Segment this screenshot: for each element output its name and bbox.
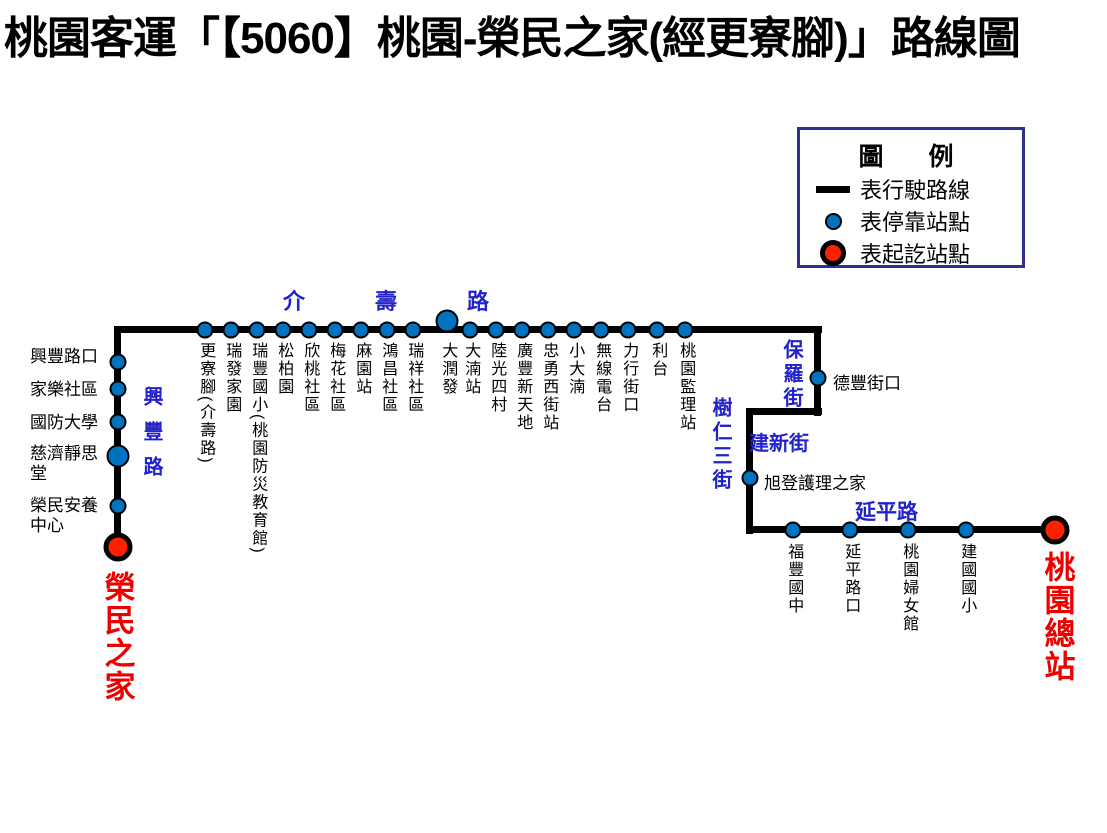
stop-label: 榮民安養中心: [30, 496, 98, 535]
street-label-jieshou-rd: 介壽路: [283, 289, 560, 314]
stop-label: 力行街口: [620, 342, 638, 414]
street-label-shurensan-st: 樹仁三街: [709, 397, 731, 493]
stop-label: 延平路口: [842, 543, 860, 615]
stop-dot: [741, 469, 759, 487]
street-label-yanping-rd: 延平路: [855, 501, 918, 524]
stop-dot: [352, 321, 370, 339]
stop-label: 小大湳: [566, 342, 584, 396]
legend-sample-cell: [810, 240, 856, 266]
stop-dot: [809, 369, 827, 387]
stop-label: 欣桃社區: [301, 342, 319, 414]
stop-dot: [109, 497, 127, 515]
stop-dot: [648, 321, 666, 339]
stop-label: 鴻昌社區: [379, 342, 397, 414]
stop-dot: [592, 321, 610, 339]
stop-dot: [841, 521, 859, 539]
terminal-dot-icon: [820, 240, 846, 266]
stop-label: 松柏園: [275, 342, 293, 396]
route-segment-xingfeng-rd: [114, 326, 121, 551]
stop-label: 旭登護理之家: [764, 474, 866, 493]
legend-route-line-label: 表行駛路線: [860, 178, 971, 203]
stop-label: 忠勇西街站: [540, 342, 558, 432]
stop-dot: [300, 321, 318, 339]
stop-label: 更寮腳(介壽路): [197, 342, 215, 465]
terminal-label-end: 桃園總站: [1039, 551, 1075, 683]
stop-dot: [899, 521, 917, 539]
stop-dot: [404, 321, 422, 339]
stop-label: 梅花社區: [327, 342, 345, 414]
stop-dot: [222, 321, 240, 339]
page-title: 桃園客運「【5060】桃園-榮民之家(經更寮腳)」路線圖: [4, 14, 1021, 63]
stop-label: 桃園監理站: [677, 342, 695, 432]
stop-dot: [378, 321, 396, 339]
stop-label: 瑞祥社區: [405, 342, 423, 414]
terminal-label-start: 榮民之家: [99, 571, 135, 703]
route-line-icon: [816, 185, 850, 193]
route-segment-jianxin-st: [746, 408, 822, 415]
stop-label: 國防大學: [30, 413, 98, 432]
stop-dot: [619, 321, 637, 339]
stop-dot: [784, 521, 802, 539]
legend-title: 圖 例: [858, 143, 964, 171]
legend-row-stop: 表停靠站點: [800, 205, 1022, 237]
street-label-xingfeng-rd: 興豐路: [140, 386, 162, 491]
legend-stop-label: 表停靠站點: [860, 210, 971, 235]
stop-dot: [565, 321, 583, 339]
stop-label: 建國國小: [958, 543, 976, 615]
street-label-baoluo-st: 保羅街: [780, 339, 802, 411]
stop-dot: [109, 380, 127, 398]
stop-label: 陸光四村: [488, 342, 506, 414]
terminal-dot-end: [1040, 515, 1070, 545]
stop-dot: [274, 321, 292, 339]
legend-terminal-label: 表起訖站點: [860, 242, 971, 267]
stop-label: 福豐國中: [785, 543, 803, 615]
stop-dot: [196, 321, 214, 339]
terminal-dot-start: [103, 532, 133, 562]
stop-label: 瑞發家園: [223, 342, 241, 414]
stop-dot: [676, 321, 694, 339]
stop-dot: [435, 309, 459, 333]
stop-label: 興豐路口: [30, 347, 98, 366]
legend-sample-cell: [810, 185, 856, 193]
stop-dot: [487, 321, 505, 339]
stop-dot: [109, 353, 127, 371]
stop-dot: [248, 321, 266, 339]
stop-label: 無線電台: [593, 342, 611, 414]
stop-label: 德豐街口: [833, 374, 901, 393]
stop-dot: [106, 444, 130, 468]
stop-label: 利台: [649, 342, 667, 378]
stop-dot-icon: [824, 212, 842, 230]
stop-dot: [513, 321, 531, 339]
stop-label: 廣豐新天地: [514, 342, 532, 432]
stop-dot: [109, 413, 127, 431]
stop-label: 大潤發: [439, 342, 457, 396]
stop-label: 慈濟靜思堂: [30, 444, 98, 483]
legend-row-route-line: 表行駛路線: [800, 173, 1022, 205]
stop-label: 麻園站: [353, 342, 371, 396]
stop-label: 家樂社區: [30, 380, 98, 399]
stop-label: 瑞豐國小(桃園防災教育館): [249, 342, 267, 555]
stop-dot: [326, 321, 344, 339]
legend: 圖 例 表行駛路線 表停靠站點 表起訖站點: [797, 127, 1025, 268]
street-label-jianxin-st: 建新街: [749, 433, 809, 455]
legend-sample-cell: [810, 212, 856, 230]
stop-label: 桃園婦女館: [900, 543, 918, 633]
legend-row-terminal: 表起訖站點: [800, 237, 1022, 269]
stop-label: 大湳站: [462, 342, 480, 396]
stop-dot: [539, 321, 557, 339]
stop-dot: [957, 521, 975, 539]
stop-dot: [461, 321, 479, 339]
